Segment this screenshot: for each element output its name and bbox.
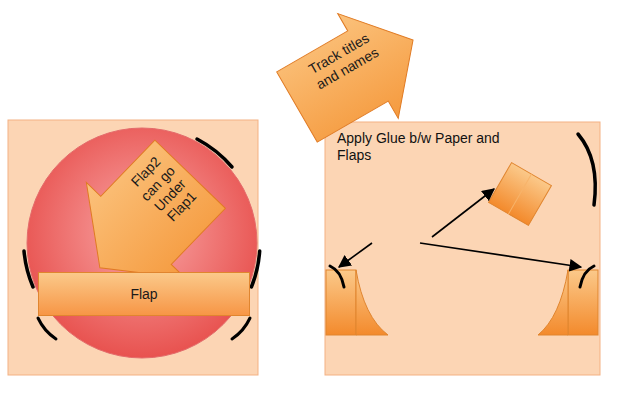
flap-edge-mark xyxy=(197,139,232,167)
leader-arrow xyxy=(339,243,372,267)
flap-edge-mark xyxy=(330,266,344,287)
glue-panel: Apply Glue b/w Paper and Flaps xyxy=(325,122,600,375)
flap-piece xyxy=(489,163,552,226)
flap-piece xyxy=(538,270,568,335)
flap-edge-mark xyxy=(24,251,33,287)
flap-piece xyxy=(356,270,388,335)
flap-edge-mark xyxy=(578,134,595,205)
flap-edge-mark xyxy=(38,318,56,339)
node-text: Apply Glue b/w Paper and Flaps xyxy=(337,130,517,164)
flap-band: Flap xyxy=(38,272,250,316)
paper-panel xyxy=(8,120,258,375)
paper-panel xyxy=(325,122,600,375)
text-box: Apply Glue b/w Paper and Flaps xyxy=(337,130,517,164)
flap-edge-mark xyxy=(232,318,250,339)
leader-arrow xyxy=(432,189,494,237)
text-box: Flap xyxy=(130,286,157,303)
leader-lines xyxy=(339,189,581,267)
flap-edge-mark xyxy=(251,251,259,287)
flap-edge-mark xyxy=(580,266,594,287)
flap-fold xyxy=(509,174,532,214)
leader-arrow xyxy=(420,243,581,267)
node-text: Flap xyxy=(130,286,157,303)
